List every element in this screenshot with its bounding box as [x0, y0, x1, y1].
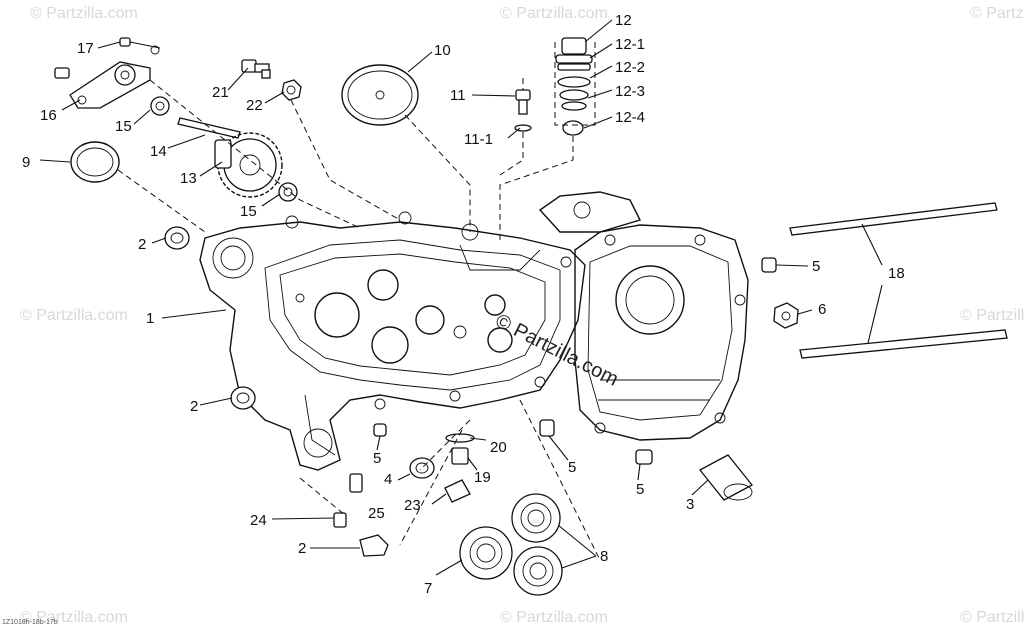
callout-11-1: 11-1 — [464, 131, 493, 148]
part-18-stud-upper — [789, 202, 998, 236]
watermark-text: © Partzilla.com — [960, 609, 1024, 626]
part-8-bearing-upper — [511, 493, 561, 543]
callout-20: 20 — [490, 439, 507, 456]
callout-12-2: 12-2 — [615, 59, 645, 76]
callout-15: 15 — [115, 118, 132, 135]
callout-12: 12 — [615, 12, 632, 29]
callout-24: 24 — [250, 512, 267, 529]
callout-6: 6 — [818, 301, 826, 318]
watermark-text: © Partzilla.com — [500, 5, 608, 22]
part-5-bolt — [539, 419, 555, 437]
callout-8: 8 — [600, 548, 608, 565]
watermark-text: © Partzilla.com — [30, 5, 138, 22]
part-15-washer-top — [150, 96, 170, 116]
crankcase-right-half — [538, 191, 749, 441]
crankcase-left-half — [199, 211, 586, 471]
part-8-bearing-lower — [513, 546, 563, 596]
part-5-bolt — [635, 449, 653, 465]
part-21-fitting — [241, 59, 271, 79]
watermark-text: © Partzilla.com — [970, 5, 1024, 22]
leader-lines — [39, 19, 883, 576]
part-19-plug — [451, 447, 469, 465]
callout-5: 5 — [373, 450, 381, 467]
part-2-dowel — [230, 386, 256, 410]
callout-16: 16 — [40, 107, 57, 124]
callout-10: 10 — [434, 42, 451, 59]
callout-2: 2 — [138, 236, 146, 253]
part-10-gasket — [341, 64, 471, 232]
watermark-text: © Partzilla.com — [20, 609, 128, 626]
watermark-text: © Partzilla.com — [960, 307, 1024, 324]
callout-7: 7 — [424, 580, 432, 597]
part-4-washer — [409, 457, 435, 479]
callout-13: 13 — [180, 170, 197, 187]
part-12-plug-stack — [499, 37, 596, 240]
callout-14: 14 — [150, 143, 167, 160]
callout-19: 19 — [474, 469, 491, 486]
callout-2: 2 — [190, 398, 198, 415]
callout-3: 3 — [686, 496, 694, 513]
callout-1: 1 — [146, 310, 154, 327]
callout-15: 15 — [240, 203, 257, 220]
callout-25: 25 — [368, 505, 385, 522]
part-3-sleeve — [699, 454, 753, 501]
part-7-bearing — [459, 526, 513, 580]
callout-22: 22 — [246, 97, 263, 114]
callout-9: 9 — [22, 154, 30, 171]
part-20-washer — [445, 433, 475, 443]
part-22-nut — [281, 79, 401, 221]
callout-18: 18 — [888, 265, 905, 282]
part-2-dowel — [164, 226, 190, 250]
callout-17: 17 — [77, 40, 94, 57]
leader-dashed — [149, 79, 361, 229]
callout-12-3: 12-3 — [615, 83, 645, 100]
callout-23: 23 — [404, 497, 421, 514]
watermark-group: © Partzilla.com © Partzilla.com © Partzi… — [20, 5, 1024, 626]
part-25-plug — [349, 473, 363, 493]
leader-dashed — [399, 399, 601, 561]
callout-12-4: 12-4 — [615, 109, 645, 126]
part-24-pin — [299, 477, 347, 528]
part-11-bolt — [499, 78, 532, 176]
watermark-center-text: © Partzilla.com — [492, 310, 622, 391]
part-23-fitting — [444, 479, 471, 503]
part-14-shaft — [177, 117, 241, 139]
part-13-gear — [214, 132, 283, 198]
part-2-fitting — [359, 534, 389, 557]
part-15-washer-lower — [278, 182, 298, 202]
part-6-nut — [773, 302, 799, 329]
callout-21: 21 — [212, 84, 229, 101]
watermark-text: © Partzilla.com — [500, 609, 608, 626]
diagram-code: 1Z1018h-18b-17b — [2, 619, 58, 626]
part-5-bolt — [373, 423, 387, 437]
callout-11: 11 — [450, 87, 466, 104]
part-9-seal — [70, 141, 206, 233]
callout-2: 2 — [298, 540, 306, 557]
part-18-stud-lower — [799, 329, 1008, 359]
callout-12-1: 12-1 — [615, 36, 645, 53]
callout-labels: 12 12-1 12-2 12-3 12-4 17 16 15 14 13 15… — [22, 12, 905, 597]
watermark-text: © Partzilla.com — [20, 307, 128, 324]
callout-4: 4 — [384, 471, 392, 488]
part-16-bracket — [54, 37, 161, 109]
part-5-bolt — [761, 257, 777, 273]
callout-5: 5 — [636, 481, 644, 498]
callout-5: 5 — [568, 459, 576, 476]
callout-5: 5 — [812, 258, 820, 275]
